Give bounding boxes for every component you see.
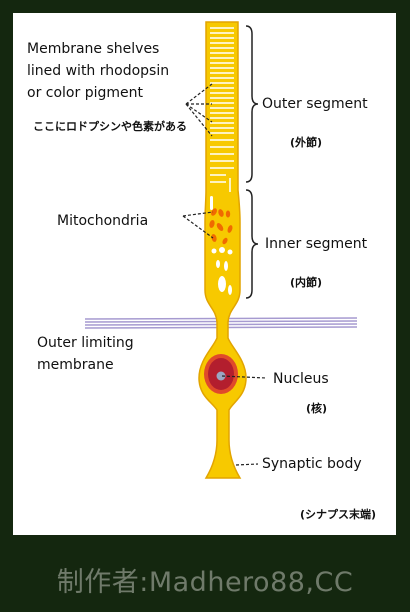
inner-segment-label: Inner segment — [265, 236, 368, 252]
membrane-label-line2: lined with rhodopsin — [27, 63, 170, 79]
inner-segment-label-jp: (内節) — [290, 276, 323, 289]
membrane-shelves — [210, 27, 234, 192]
membrane-label-line1: Membrane shelves — [27, 41, 160, 57]
olm-label-line2: membrane — [37, 357, 114, 373]
segment-brackets — [245, 25, 259, 299]
membrane-label-jp: ここにロドプシンや色素がある — [33, 120, 187, 133]
outer-segment-label-jp: (外節) — [290, 136, 323, 149]
synaptic-body-label-jp: (シナプス末端) — [300, 508, 377, 521]
synaptic-body-label: Synaptic body — [262, 456, 362, 472]
inner-segment-vesicles — [210, 196, 233, 295]
mitochondria-group — [209, 208, 233, 245]
nucleus-label: Nucleus — [273, 371, 329, 387]
membrane-label-line3: or color pigment — [27, 85, 143, 101]
nucleolus — [216, 371, 226, 381]
olm-label-line1: Outer limiting — [37, 335, 134, 351]
nucleus-label-jp: (核) — [306, 402, 328, 415]
outer-segment-label: Outer segment — [262, 96, 368, 112]
mitochondria-label: Mitochondria — [57, 213, 149, 229]
rod-cell — [198, 21, 247, 479]
credit-watermark: 制作者:Madhero88,CC — [56, 567, 354, 598]
pointer-lines — [182, 83, 267, 466]
